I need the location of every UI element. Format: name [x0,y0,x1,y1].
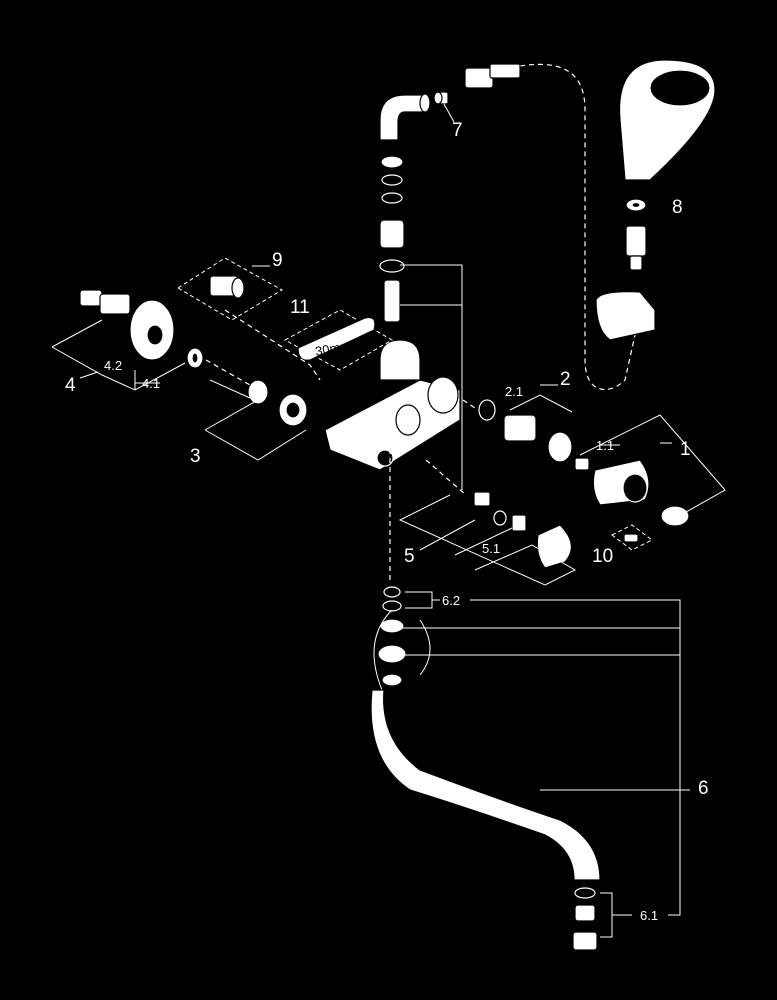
cap-part-10 [611,524,653,551]
washer-part-4 [186,347,204,369]
label-6-1: 6.1 [640,908,658,923]
aerator-parts-6-1 [572,887,598,951]
hose-coupling [464,63,521,89]
wrench-part-11 [283,309,394,371]
label-1-1: 1.1 [596,438,614,453]
spout-ring-stack [377,586,407,687]
label-4-2: 4.2 [104,358,122,373]
label-5: 5 [404,546,415,567]
hose-nut-part-7 [433,91,449,105]
eccentric-connector [79,289,131,315]
label-3: 3 [190,446,201,467]
hand-shower [618,59,716,181]
box-part-9 [177,257,283,321]
handle-part-1 [574,457,690,527]
label-2: 2 [560,369,571,390]
spout-arc-guide [373,609,431,691]
label-6: 6 [698,778,709,799]
label-8: 8 [672,197,683,218]
mixer-body [324,339,461,471]
valve-part-5 [473,491,572,569]
label-1: 1 [680,439,691,460]
label-9: 9 [272,250,283,271]
label-4: 4 [65,375,76,396]
wall-holder [595,291,656,341]
label-7: 7 [452,120,463,141]
nut-part-3 [247,379,308,427]
shower-hose [519,63,636,391]
label-5-1: 5.1 [482,541,500,556]
spout-pipe [370,689,601,881]
label-6-2: 6.2 [442,593,460,608]
rosette-part-4-1 [129,299,175,361]
wrench-size-label: 30mm [314,338,352,359]
diverter-part-2 [478,399,573,463]
label-4-1: 4.1 [142,376,160,391]
elbow-connector [379,93,431,141]
upper-ring-stack [379,155,405,323]
label-10: 10 [592,546,613,567]
hose-nut-lower [625,225,647,271]
label-2-1: 2.1 [505,384,523,399]
washer-part-8 [625,198,647,212]
label-11: 11 [290,297,310,318]
